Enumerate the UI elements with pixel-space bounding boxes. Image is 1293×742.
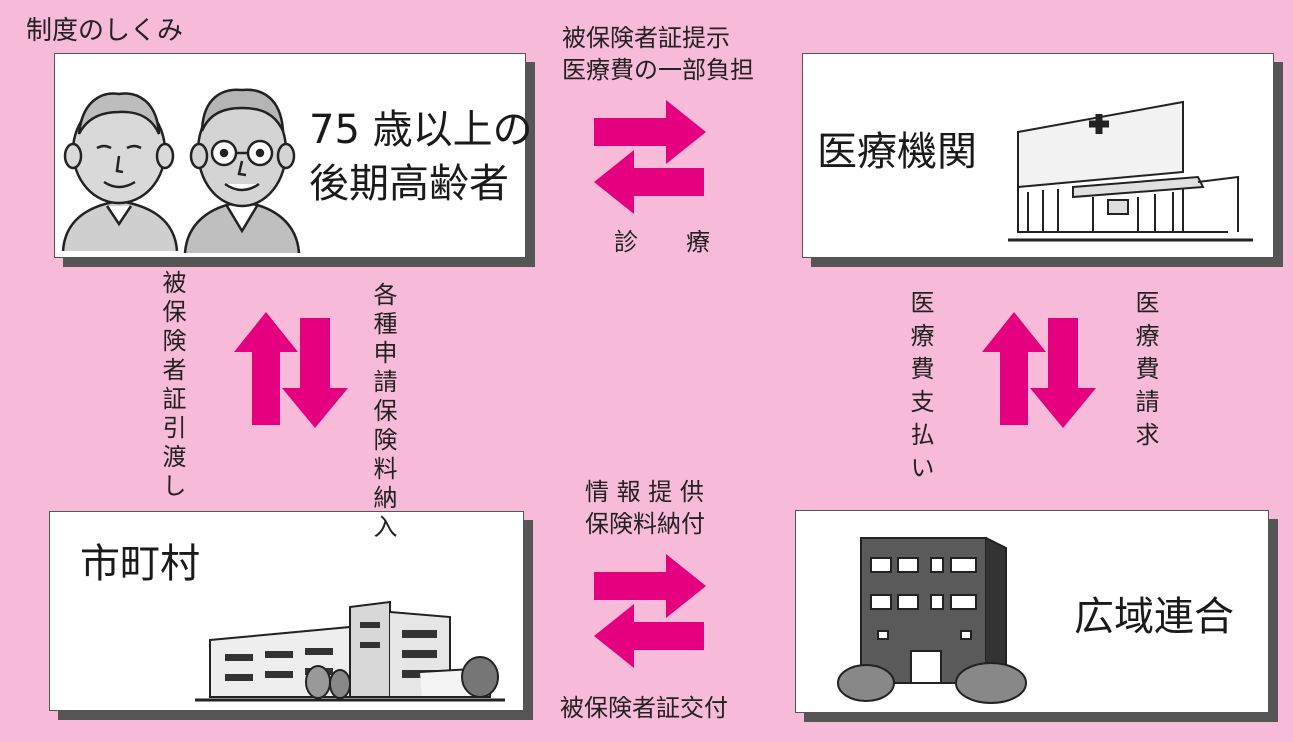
arrow-hospital-to-union [1030,318,1096,428]
elderly-couple-icon [61,88,301,254]
hospital-label: 医療機関 [817,129,977,175]
diagram-title: 制度のしくみ [26,16,184,46]
town-hall-icon [195,600,505,702]
elderly-label-line1: 75 歳以上の [309,107,533,153]
arrow-municipality-to-elderly [234,312,298,425]
flow-elderly-to-municipality: 各種申請保険料納入 [363,282,403,543]
arrow-elderly-to-hospital [594,100,706,164]
arrow-union-to-hospital [982,312,1046,425]
elderly-box: 75 歳以上の 後期高齢者 [54,53,533,258]
flow-elderly-to-municipality-col1: 各種申請 [369,282,397,398]
hospital-box: 医療機関 [802,53,1274,258]
flow-union-to-municipality: 被保険者証交付 [560,694,728,722]
flow-hospital-to-elderly: 診 療 [614,228,710,256]
flow-union-to-hospital: 医療費支払い [906,290,934,488]
elderly-label-line2: 後期高齢者 [309,161,509,207]
flow-elderly-to-hospital-line2: 医療費の一部負担 [562,56,754,84]
union-label: 広域連合 [1074,594,1234,640]
flow-municipality-to-elderly: 被保険者証引渡し [158,270,186,502]
hospital-icon [1008,100,1253,242]
arrow-municipality-to-union [594,554,706,618]
arrow-union-to-municipality [594,604,704,668]
office-building-icon [837,537,1027,704]
flow-hospital-to-union: 医療費請求 [1131,290,1159,455]
flow-municipality-to-union-line1: 情 報 提 供 [585,478,704,506]
flow-elderly-to-hospital-line1: 被保険者証提示 [562,24,730,52]
municipality-box: 市町村 [49,511,524,711]
flow-municipality-to-union-line2: 保険料納付 [585,510,705,538]
flow-elderly-to-municipality-col2: 保険料納入 [369,398,397,543]
arrow-elderly-to-municipality [282,318,348,428]
municipality-label: 市町村 [80,541,200,587]
arrow-hospital-to-elderly [594,150,704,214]
union-box: 広域連合 [795,510,1269,713]
